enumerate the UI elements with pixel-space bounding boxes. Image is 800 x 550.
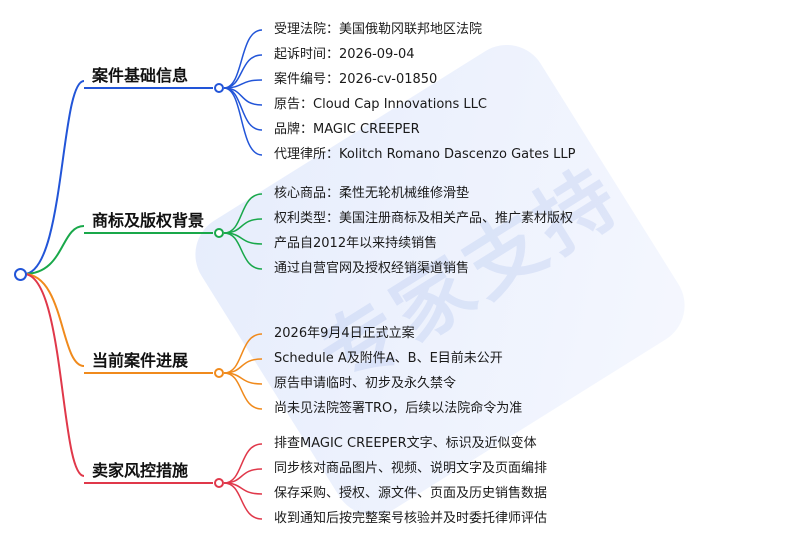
branch-link-3 [23,273,85,477]
branch-link-1 [23,225,85,275]
leaf-item-3-0: 排查MAGIC CREEPER文字、标识及近似变体 [274,436,537,451]
root-node[interactable] [14,268,27,281]
leaf-item-3-2: 保存采购、授权、源文件、页面及历史销售数据 [274,486,548,501]
leaf-item-0-2: 案件编号：2026-cv-01850 [274,72,438,87]
branch-label-3: 卖家风控措施 [92,461,189,480]
leaf-item-2-1: Schedule A及附件A、B、E目前未公开 [274,351,503,366]
leaf-item-1-3: 通过自营官网及授权经销渠道销售 [274,261,470,276]
leaf-link-1-3 [223,232,263,270]
leaf-link-0-0 [223,29,263,89]
branch-label-0: 案件基础信息 [92,66,189,85]
branch-label-1: 商标及版权背景 [92,211,205,230]
branch-node-0[interactable] [214,83,224,93]
leaf-link-3-0 [223,443,263,484]
leaf-link-1-0 [223,193,263,234]
leaf-item-2-0: 2026年9月4日正式立案 [274,326,415,341]
branch-label-2: 当前案件进展 [92,351,189,370]
leaf-item-2-3: 尚未见法院签署TRO，后续以法院命令为准 [274,401,523,416]
leaf-item-0-0: 受理法院：美国俄勒冈联邦地区法院 [274,22,483,37]
leaf-link-3-3 [223,482,263,520]
leaf-item-1-0: 核心商品：柔性无轮机械维修滑垫 [274,186,470,201]
leaf-item-2-2: 原告申请临时、初步及永久禁令 [274,376,457,391]
leaf-item-3-3: 收到通知后按完整案号核验并及时委托律师评估 [274,511,548,526]
leaf-link-2-0 [223,333,263,374]
branch-link-0 [23,80,85,275]
leaf-item-0-3: 原告：Cloud Cap Innovations LLC [274,97,487,112]
leaf-item-1-1: 权利类型：美国注册商标及相关产品、推广素材版权 [274,211,574,226]
branch-link-2 [23,273,85,367]
leaf-item-0-4: 品牌：MAGIC CREEPER [274,122,420,137]
branch-node-2[interactable] [214,368,224,378]
branch-node-3[interactable] [214,478,224,488]
branch-node-1[interactable] [214,228,224,238]
leaf-link-2-3 [223,372,263,410]
leaf-item-3-1: 同步核对商品图片、视频、说明文字及页面编排 [274,461,548,476]
leaf-item-1-2: 产品自2012年以来持续销售 [274,236,438,251]
leaf-item-0-5: 代理律所：Kolitch Romano Dascenzo Gates LLP [274,147,576,162]
leaf-item-0-1: 起诉时间：2026-09-04 [274,47,415,62]
leaf-link-0-5 [223,87,263,156]
